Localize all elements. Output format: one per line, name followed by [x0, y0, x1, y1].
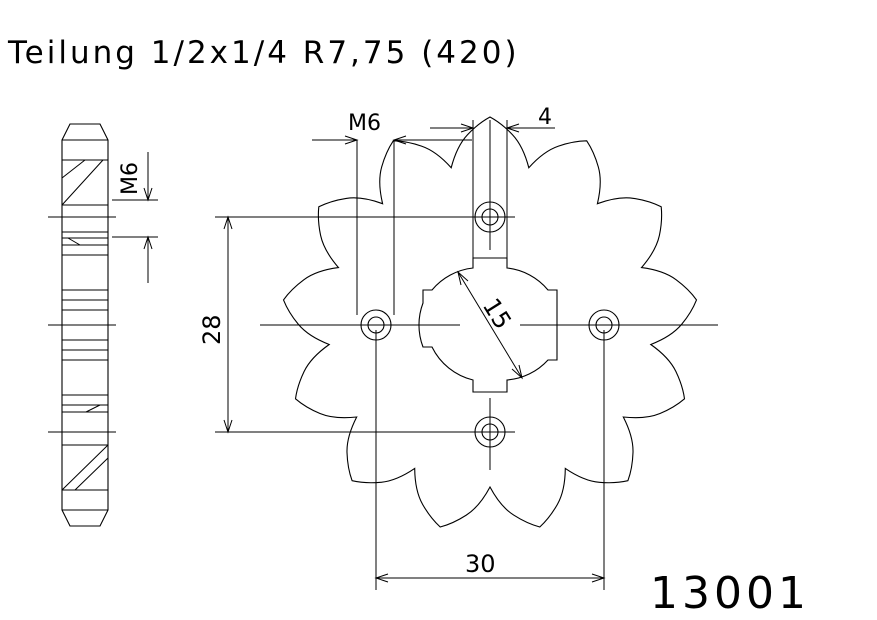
front-view: 28 30 M6 4 15 — [198, 105, 718, 590]
dim-30: 30 — [465, 550, 496, 578]
sprocket-outline — [282, 116, 698, 528]
side-view-outline — [61, 123, 109, 527]
dim-4: 4 — [538, 105, 552, 130]
dim-15: 15 — [477, 293, 517, 334]
side-view: M6 — [48, 123, 158, 527]
bore-outline — [418, 257, 558, 393]
dim-m6-top: M6 — [348, 111, 381, 136]
dim-28: 28 — [198, 314, 226, 345]
pitch-spec-text: Teilung 1/2x1/4 R7,75 (420) — [7, 35, 520, 71]
part-number: 13001 — [650, 568, 810, 619]
dim-m6-side: M6 — [118, 162, 143, 195]
